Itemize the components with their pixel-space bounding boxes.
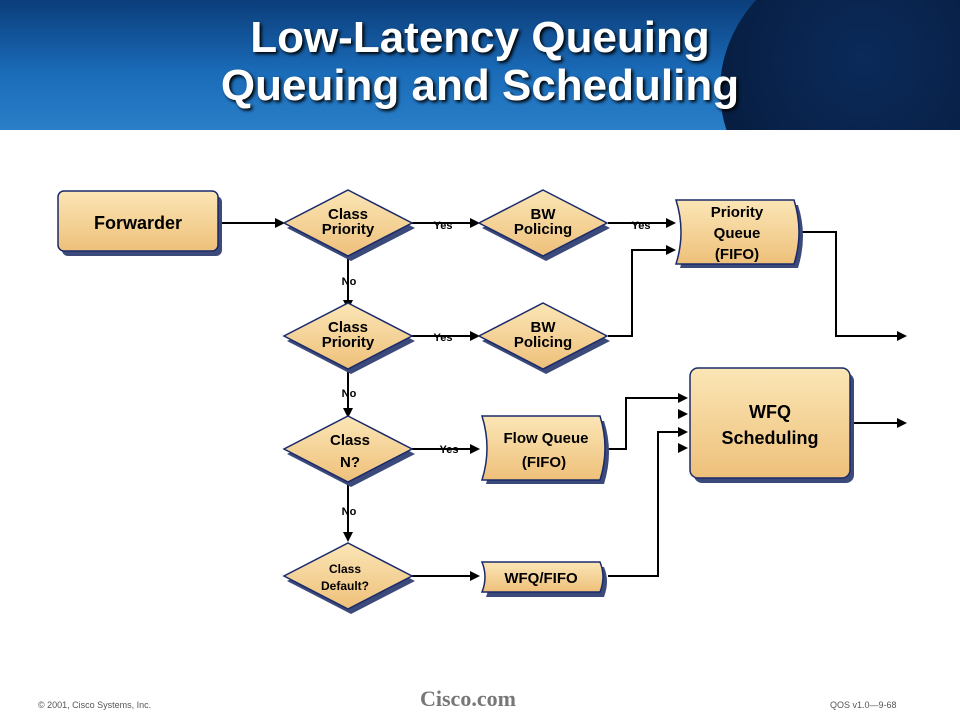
priority-queue-line3: (FIFO) xyxy=(715,246,759,263)
wfq-fifo-label: WFQ/FIFO xyxy=(504,570,578,587)
yes-label-2: Yes xyxy=(632,220,651,232)
edge-bw2-pq xyxy=(608,245,676,337)
no-label-2: No xyxy=(342,388,357,400)
class-n-line1: Class xyxy=(330,432,370,449)
wfq-fifo-node: WFQ/FIFO xyxy=(480,561,607,597)
wfq-scheduling-node: WFQ Scheduling xyxy=(689,367,854,483)
bw-policing-2-line1: BW xyxy=(531,319,557,336)
bw-policing-1-line1: BW xyxy=(531,206,557,223)
class-priority-2-line2: Priority xyxy=(322,334,375,351)
class-default-line2: Default? xyxy=(321,579,369,593)
priority-queue-node: Priority Queue (FIFO) xyxy=(674,199,803,268)
footer-logo: Cisco.com xyxy=(420,686,516,711)
slide-title: Low-Latency Queuing Queuing and Scheduli… xyxy=(0,14,960,110)
title-line-1: Low-Latency Queuing xyxy=(250,13,710,62)
forwarder-node: Forwarder xyxy=(57,190,222,256)
bw-policing-2-diamond: BW Policing xyxy=(477,302,610,374)
flow-queue-node: Flow Queue (FIFO) xyxy=(480,415,609,484)
class-priority-2-diamond: Class Priority xyxy=(282,302,415,374)
no-label-1: No xyxy=(342,276,357,288)
no-label-3: No xyxy=(342,506,357,518)
edge-labels: Yes Yes Yes Yes No No No xyxy=(342,220,651,518)
yes-label-1: Yes xyxy=(434,220,453,232)
class-priority-1-line1: Class xyxy=(328,206,368,223)
edge-wfqfifo-wfq xyxy=(608,431,684,577)
class-priority-2-line1: Class xyxy=(328,319,368,336)
wfq-input-arrows xyxy=(678,393,688,453)
slide-header: Low-Latency Queuing Queuing and Scheduli… xyxy=(0,0,960,130)
bw-policing-2-line2: Policing xyxy=(514,334,572,351)
edge-pq-out xyxy=(800,231,907,341)
wfq-scheduling-line1: WFQ xyxy=(749,402,791,422)
class-n-line2: N? xyxy=(340,454,360,471)
wfq-scheduling-line2: Scheduling xyxy=(721,428,818,448)
flow-queue-line2: (FIFO) xyxy=(522,454,566,471)
edge-fq-wfq xyxy=(608,397,684,450)
class-default-line1: Class xyxy=(329,562,361,576)
connectors xyxy=(220,218,907,581)
forwarder-label: Forwarder xyxy=(94,213,182,233)
footer-copyright: © 2001, Cisco Systems, Inc. xyxy=(38,700,152,710)
yes-label-3: Yes xyxy=(434,332,453,344)
class-priority-1-diamond: Class Priority xyxy=(282,189,415,261)
yes-label-4: Yes xyxy=(440,444,459,456)
flow-queue-line1: Flow Queue xyxy=(503,430,588,447)
title-line-2: Queuing and Scheduling xyxy=(220,61,740,110)
class-priority-1-line2: Priority xyxy=(322,221,375,238)
priority-queue-line1: Priority xyxy=(711,204,764,221)
bw-policing-1-line2: Policing xyxy=(514,221,572,238)
footer-slide-id: QOS v1.0—9-68 xyxy=(830,700,897,710)
bw-policing-1-diamond: BW Policing xyxy=(477,189,610,261)
priority-queue-line2: Queue xyxy=(714,225,761,242)
class-default-diamond: Class Default? xyxy=(282,542,415,614)
globe-graphic xyxy=(720,0,960,130)
class-n-diamond: Class N? xyxy=(282,415,415,487)
